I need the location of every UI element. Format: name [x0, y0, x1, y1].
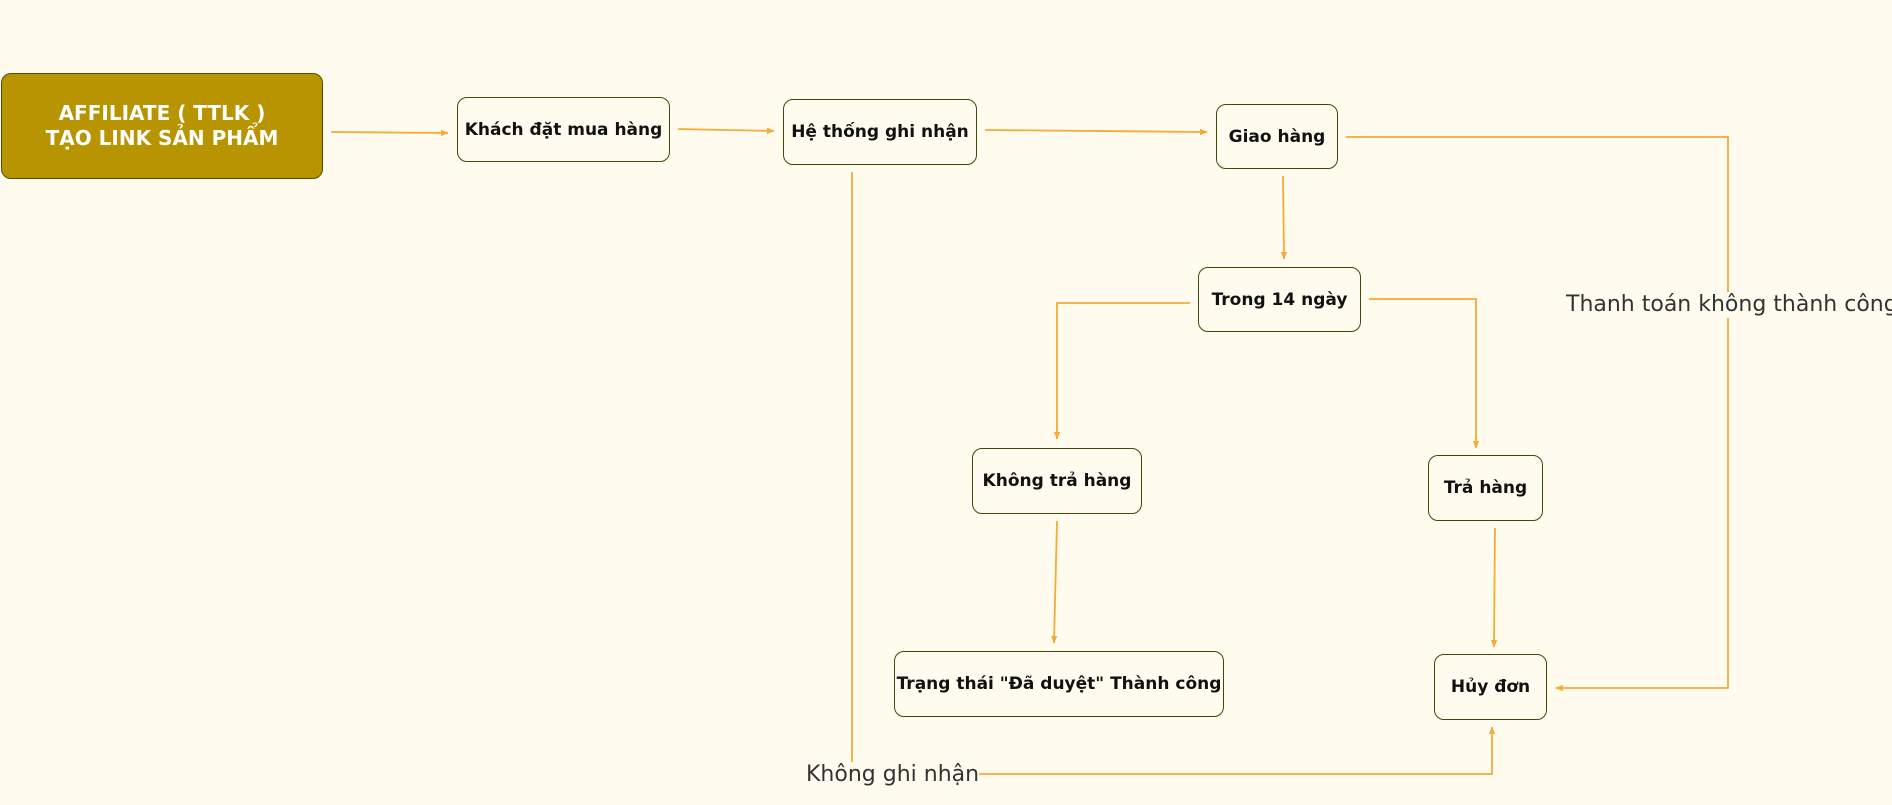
- edge-label-payment-failed: Thanh toán không thành công: [1566, 292, 1892, 318]
- edge-order-to-system: [677, 127, 775, 135]
- node-return: Trả hàng: [1428, 455, 1543, 521]
- node-delivery: Giao hàng: [1216, 104, 1338, 169]
- node-cancel-order: Hủy đơn: [1434, 654, 1547, 720]
- edge-start-to-order: [330, 129, 449, 137]
- edge-delivery-payment-failed-to-cancel: [1346, 136, 1729, 692]
- node-no-return: Không trả hàng: [972, 448, 1142, 514]
- edge-return-to-cancel: [1490, 527, 1498, 648]
- edge-system-not-recorded-to-cancel: [851, 172, 1496, 775]
- node-affiliate-create-link: AFFILIATE ( TTLK ) TẠO LINK SẢN PHẨM: [1, 73, 323, 179]
- edge-system-to-delivery: [984, 128, 1208, 136]
- edge-no-return-to-approved: [1050, 520, 1058, 644]
- node-customer-order: Khách đặt mua hàng: [457, 97, 670, 162]
- edge-label-not-recorded: Không ghi nhận: [806, 762, 980, 788]
- edge-delivery-to-within-14-days: [1280, 175, 1288, 260]
- node-system-record: Hệ thống ghi nhận: [783, 99, 977, 165]
- node-status-approved-success: Trạng thái "Đã duyệt" Thành công: [894, 651, 1224, 717]
- edge-within-14-days-to-no-return: [1053, 302, 1190, 440]
- node-within-14-days: Trong 14 ngày: [1198, 267, 1361, 332]
- edge-within-14-days-to-return: [1369, 298, 1480, 449]
